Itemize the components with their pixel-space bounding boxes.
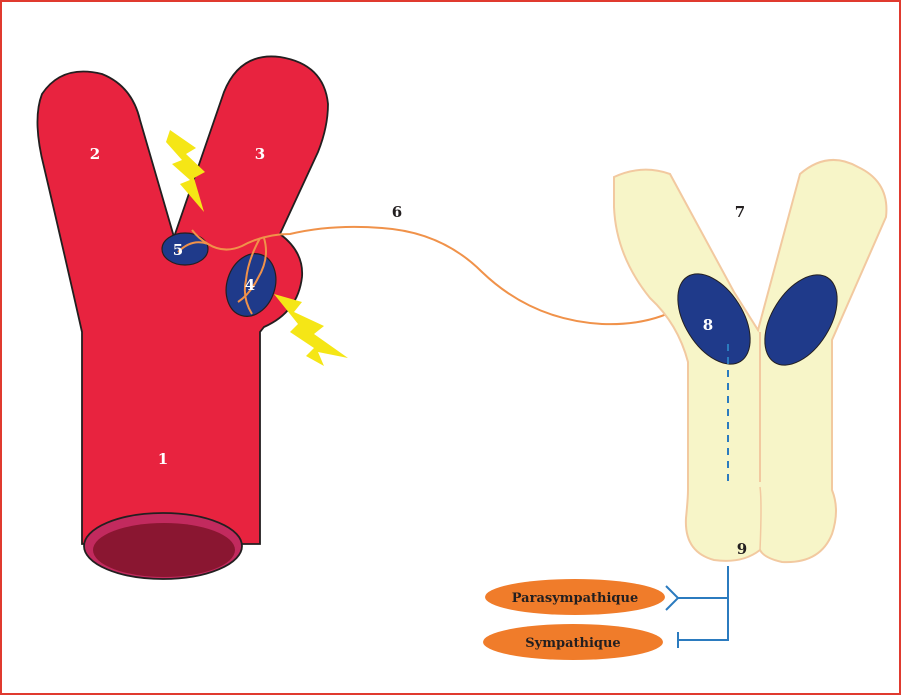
label-3: 3 xyxy=(255,145,265,163)
carotid-artery xyxy=(37,56,328,579)
lightning-icon-bottom xyxy=(274,294,348,366)
label-6: 6 xyxy=(392,203,402,221)
parasympathetic-label: Parasympathique xyxy=(512,591,638,606)
label-2: 2 xyxy=(90,145,100,163)
label-4: 4 xyxy=(245,276,255,294)
brainstem xyxy=(614,160,886,562)
label-9: 9 xyxy=(737,540,747,558)
efferent-trunk xyxy=(678,566,728,640)
label-1: 1 xyxy=(158,450,168,468)
artery-lumen xyxy=(93,523,235,577)
receptor-fork-icon xyxy=(666,586,678,610)
brainstem-body xyxy=(614,160,886,562)
label-7: 7 xyxy=(735,203,745,221)
label-8: 8 xyxy=(703,316,713,334)
lightning-icon-top xyxy=(166,130,205,212)
label-5: 5 xyxy=(173,241,183,259)
efferent-pathways xyxy=(666,566,728,648)
carotid-body-5 xyxy=(162,233,208,265)
sympathetic-label: Sympathique xyxy=(525,636,620,651)
